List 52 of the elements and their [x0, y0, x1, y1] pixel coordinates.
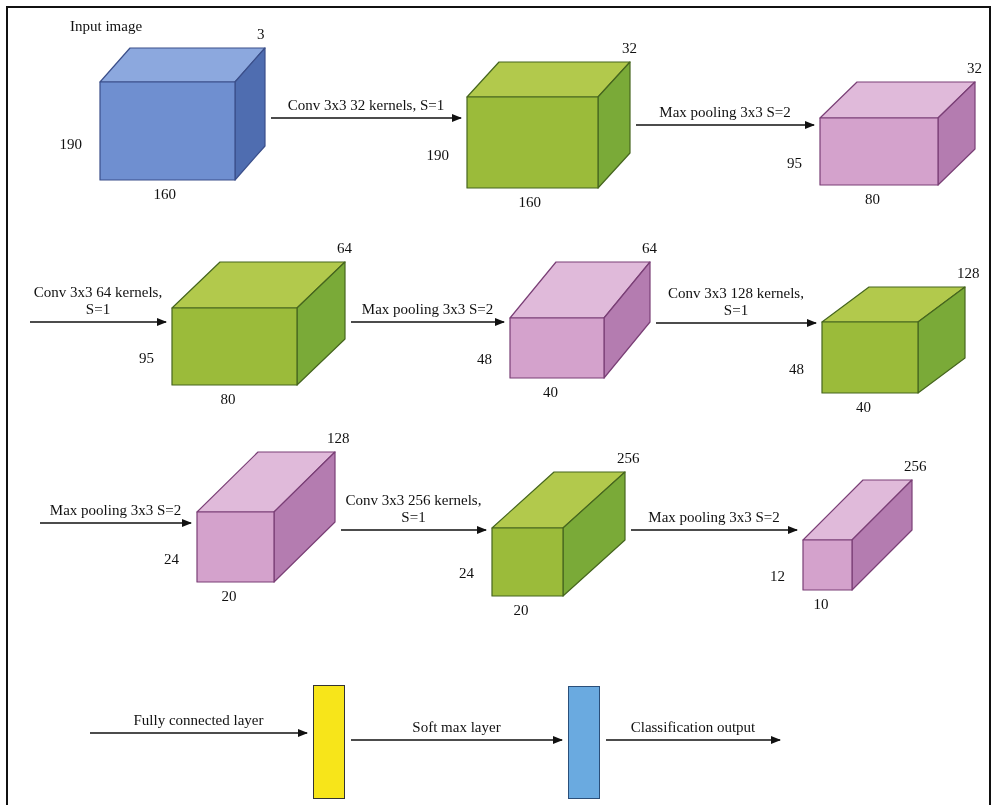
- dimension-label: 24: [459, 565, 474, 583]
- dimension-label: 20: [221, 588, 237, 605]
- arrow: [350, 736, 563, 744]
- dimension-label: 80: [220, 391, 236, 408]
- edge-label: Max pooling 3x3 S=2: [658, 104, 792, 121]
- dimension-label: 160: [518, 194, 541, 211]
- dimension-label: 48: [477, 351, 492, 368]
- edge-label: Max pooling 3x3 S=2: [48, 502, 183, 519]
- dimension-label: 128: [957, 265, 980, 282]
- dimension-label: 24: [164, 550, 179, 568]
- arrow: [89, 729, 308, 737]
- edge-label: Conv 3x3 128 kernels, S=1: [667, 285, 805, 319]
- dimension-label: 40: [543, 384, 558, 401]
- edge-label: Conv 3x3 64 kernels, S=1: [32, 284, 164, 318]
- arrow: [340, 526, 487, 534]
- dimension-label: 190: [59, 135, 82, 153]
- edge-label: Soft max layer: [411, 719, 502, 736]
- dimension-label: 40: [856, 399, 871, 416]
- edge-label: Classification output: [629, 719, 757, 736]
- dimension-label: 12: [770, 567, 785, 585]
- dimension-label: 64: [337, 240, 352, 257]
- dimension-label: 95: [139, 350, 154, 368]
- edge-label: Conv 3x3 32 kernels, S=1: [286, 97, 446, 114]
- dimension-label: 256: [904, 458, 927, 475]
- layer-bar: [568, 686, 600, 799]
- dimension-label: 32: [967, 60, 982, 77]
- dimension-label: 190: [426, 147, 449, 165]
- dimension-label: 32: [622, 40, 637, 57]
- dimension-label: 80: [865, 191, 880, 208]
- dimension-label: 64: [642, 240, 657, 257]
- arrow: [655, 319, 817, 327]
- edge-label: Fully connected layer: [132, 712, 265, 729]
- arrow: [635, 121, 815, 129]
- arrow: [29, 318, 167, 326]
- arrow: [605, 736, 781, 744]
- dimension-label: 48: [789, 361, 804, 379]
- dimension-label: 95: [787, 154, 802, 172]
- layer-bar: [313, 685, 345, 799]
- dimension-label: 256: [617, 450, 640, 467]
- edge-label: Max pooling 3x3 S=2: [360, 301, 495, 318]
- dimension-label: 10: [813, 596, 829, 613]
- dimension-label: 3: [257, 26, 265, 43]
- arrow: [350, 318, 505, 326]
- edge-label: Conv 3x3 256 kernels, S=1: [344, 492, 483, 526]
- arrow: [630, 526, 798, 534]
- dimension-label: 20: [513, 602, 529, 619]
- dimension-label: 160: [153, 186, 176, 203]
- arrow: [270, 114, 462, 122]
- input-label: Input image: [70, 18, 143, 35]
- dimension-label: 128: [327, 430, 350, 447]
- edge-label: Max pooling 3x3 S=2: [647, 509, 781, 526]
- arrow: [39, 519, 192, 527]
